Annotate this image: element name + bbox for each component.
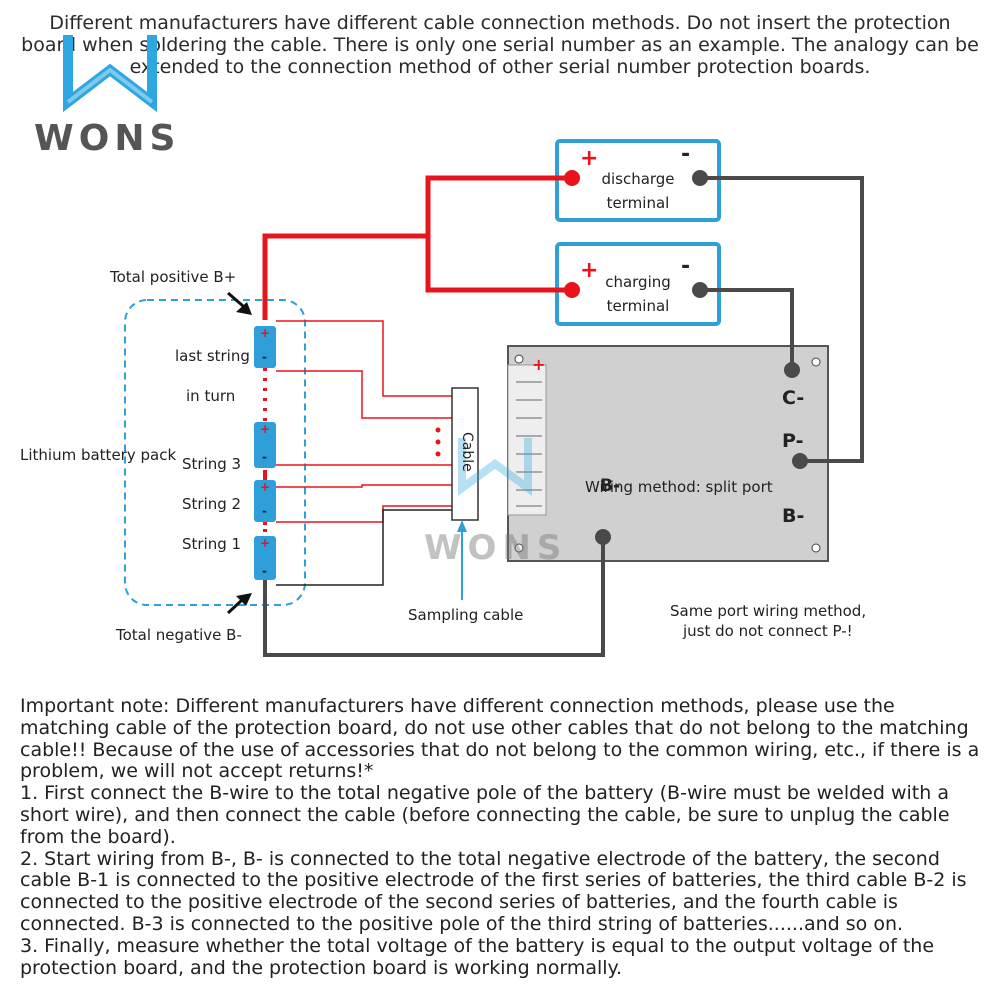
string3-label: String 3 (182, 455, 242, 473)
c-minus-label: C- (782, 387, 805, 409)
discharge-minus-sign: - (681, 142, 691, 167)
important-p4: 3. Finally, measure whether the total vo… (20, 934, 935, 979)
positive-main-wire (262, 175, 572, 320)
charging-minus-sign: - (681, 254, 691, 279)
watermark-text: WONS (424, 528, 568, 568)
cell-1-plus: + (260, 536, 271, 550)
sampling-wire-negative (276, 509, 452, 586)
c-minus-node (784, 362, 800, 378)
b-minus-label: B- (782, 505, 805, 527)
important-p3: 2. Start wiring from B-, B- is connected… (20, 847, 967, 935)
board-plus: + (532, 355, 546, 374)
sampling-wires (276, 320, 452, 523)
p-minus-label: P- (782, 430, 804, 452)
string2-label: String 2 (182, 495, 242, 513)
b-plus-arrow (236, 302, 252, 315)
positive-charge-wire (425, 236, 572, 293)
wiring-diagram (124, 139, 864, 657)
cell-last-minus: - (262, 350, 267, 364)
connector-pins (516, 381, 542, 507)
cable-label: Cable (459, 432, 475, 472)
last-string-label: last string (175, 347, 250, 365)
logo-text: WONS (34, 118, 181, 159)
charging-negative-wire (700, 288, 794, 370)
charging-plus-sign: + (580, 258, 599, 283)
important-p2: 1. First connect the B-wire to the total… (20, 782, 950, 848)
charging-terminal-box (555, 242, 721, 326)
pack-label: Lithium battery pack (20, 446, 177, 464)
string1-label: String 1 (182, 535, 242, 553)
in-turn-label: in turn (186, 387, 236, 405)
total-negative-label: Total negative B- (116, 626, 242, 644)
battery-cells (254, 326, 276, 580)
discharge-negative-wire (700, 176, 864, 463)
cell-2-plus: + (260, 480, 271, 494)
p-minus-node (792, 453, 808, 469)
b-minus-arrow (236, 593, 252, 606)
b-minus-wire (263, 537, 605, 657)
discharge-terminal-label: discharge terminal (601, 170, 675, 212)
important-p1: Important note: Different manufacturers … (20, 695, 980, 783)
cell-2-minus: - (262, 504, 267, 518)
cell-3-plus: + (260, 422, 271, 436)
cell-3-minus: - (262, 450, 267, 464)
wiring-method-label: Wiring method: split port (585, 478, 773, 496)
cell-last-plus: + (260, 326, 271, 340)
protection-board (507, 345, 829, 562)
watermark-icon (458, 438, 532, 496)
cell-1 (254, 536, 276, 580)
charging-plus-node (564, 282, 580, 298)
discharge-plus-sign: + (580, 146, 599, 171)
board-screws (514, 354, 821, 553)
wons-w-logo-icon (63, 35, 157, 113)
battery-pack-outline (124, 299, 306, 606)
total-positive-label: Total positive B+ (110, 268, 237, 286)
same-port-note-line2: just do not connect P-! (683, 622, 853, 640)
charging-terminal-label: charging terminal (605, 273, 671, 315)
cell-last (254, 326, 276, 368)
b-minus-node (595, 529, 611, 545)
sampling-cable-label: Sampling cable (408, 606, 524, 624)
same-port-note-line1: Same port wiring method, (670, 602, 867, 620)
cable-connector (451, 387, 479, 521)
cell-3 (254, 422, 276, 468)
b-minus-overlay-label: B- (600, 476, 621, 496)
discharge-plus-node (564, 170, 580, 186)
cell-1-minus: - (262, 564, 267, 578)
sampling-dots (435, 427, 441, 457)
header-note: Different manufacturers have different c… (21, 12, 979, 78)
important-note: Important note: Different manufacturers … (20, 695, 980, 979)
cell-2 (254, 480, 276, 522)
